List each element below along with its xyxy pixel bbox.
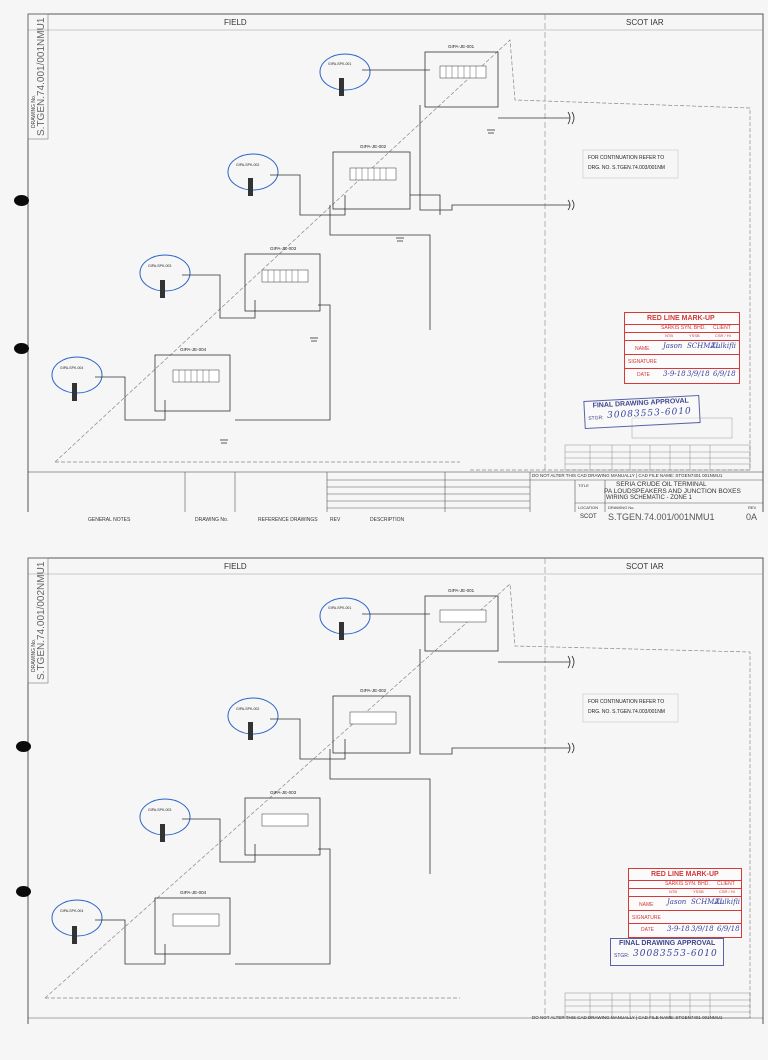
drawing-no-col-label: DRAWING No. [195,517,229,523]
jb-label: GIPA-JE-003 [270,790,297,795]
title-drawing-no-label: DRAWING No. [608,505,635,510]
markup-subcol: NTB [669,889,677,894]
title-line: PA LOUDSPEAKERS AND JUNCTION BOXES [604,488,741,495]
markup-title: RED LINE MARK-UP [651,871,719,878]
continuation-note: DRG. NO. S.TGEN.74.003/001NM [588,165,665,171]
red-line-markup: RED LINE MARK-UP SARKIS SYN. BHD. CLIENT… [628,868,742,938]
continuation-note: FOR CONTINUATION REFER TO [588,699,665,705]
signature-date: 6/9/18 [717,925,740,933]
markup-title: RED LINE MARK-UP [647,315,715,322]
title-label: TITLE [578,483,589,488]
approval-label: STGR: [614,953,630,959]
speaker-label: GIPA-SPK-004 [60,909,84,913]
markup-row-label: DATE [641,927,654,933]
do-not-alter-note: DO NOT ALTER THIS CAD DRAWING MANUALLY |… [532,1015,723,1020]
markup-col: CLIENT [717,881,735,887]
jb-label: GIPA-JE-002 [360,144,387,149]
punch-hole [16,741,31,752]
scot-label: SCOT IAR [626,18,664,27]
location-label: LOCATION [578,505,599,510]
drawing-sheet-2: FIELD SCOT IAR DRAWING No. S.TGEN.74.001… [0,548,768,1060]
title-rev-label: REV [748,505,757,510]
rev-col-label: REV [330,517,341,523]
title-line: SERIA CRUDE OIL TERMINAL [616,481,707,488]
signature-date: 6/9/18 [713,370,736,378]
markup-row-label: NAME [639,902,654,908]
punch-hole [14,195,29,206]
jb-label: GIPA-JE-001 [448,588,475,593]
markup-col: SARKIS SYN. BHD. [665,881,710,887]
markup-col: CLIENT [713,325,731,331]
jb-label: GIPA-JE-004 [180,347,207,352]
signature-name: Zulkifli [715,898,740,906]
drawing-number-side: S.TGEN.74.001/002NMU1 [36,561,47,680]
markup-subcol: CSR / HI [719,889,735,894]
approval-label: STGR: [588,415,604,422]
speaker-label: GIPA-SPK-003 [148,808,172,812]
scot-label: SCOT IAR [626,562,664,571]
speaker-label: GIPA-SPK-002 [236,163,260,167]
markup-row-label: DATE [637,372,650,378]
signature-date: 3/9/18 [691,925,714,933]
signature-name: Zulkifli [711,342,736,350]
markup-row-label: NAME [635,346,650,352]
markup-row-label: SIGNATURE [628,359,657,365]
drawing-number-side: S.TGEN.74.001/001NMU1 [36,17,47,136]
field-label: FIELD [224,18,247,27]
title-line: WIRING SCHEMATIC - ZONE 1 [606,495,692,501]
title-drawing-no: S.TGEN.74.001/001NMU1 [608,512,715,522]
markup-subcol: NTB [665,333,673,338]
continuation-note: DRG. NO. S.TGEN.74.003/001NM [588,709,665,715]
signature-date: 3-9-18 [667,925,690,933]
signature-name: Jason [663,342,683,350]
jb-label: GIPA-JE-003 [270,246,297,251]
signature-name: Jason [667,898,687,906]
speaker-label: GIPA-SPK-004 [60,366,84,370]
schematic-drawing-1 [27,13,764,512]
markup-subcol: YSSB [689,333,700,338]
general-notes-label: GENERAL NOTES [88,517,131,523]
approval-number: 30083553-6010 [633,949,718,959]
jb-label: GIPA-JE-004 [180,890,207,895]
reference-label: REFERENCE DRAWINGS [258,517,318,523]
approval-number: 30083553-6010 [606,406,693,421]
location-value: SCOT [580,514,597,520]
markup-row-label: SIGNATURE [632,915,661,921]
approval-title: FINAL DRAWING APPROVAL [619,940,716,947]
markup-col: SARKIS SYN. BHD. [661,325,706,331]
markup-subcol: YSSB [693,889,704,894]
signature-date: 3-9-18 [663,370,686,378]
jb-label: GIPA-JE-001 [448,44,475,49]
title-rev: 0A [746,512,758,522]
speaker-label: GIPA-SPK-003 [148,264,172,268]
signature-name: SCHMAL [687,342,721,350]
final-approval-stamp: FINAL DRAWING APPROVAL STGR: 30083553-60… [610,938,724,966]
punch-hole [16,886,31,897]
markup-subcol: CSR / HI [715,333,731,338]
speaker-label: GIPA-SPK-001 [328,606,352,610]
jb-label: GIPA-JE-002 [360,688,387,693]
speaker-label: GIPA-SPK-001 [328,62,352,66]
description-label: DESCRIPTION [370,517,405,523]
red-line-markup: RED LINE MARK-UP SARKIS SYN. BHD. CLIENT… [624,312,740,384]
do-not-alter-note: DO NOT ALTER THIS CAD DRAWING MANUALLY |… [532,473,723,478]
field-label: FIELD [224,562,247,571]
speaker-label: GIPA-SPK-002 [236,707,260,711]
punch-hole [14,343,29,354]
signature-name: SCHMAL [691,898,725,906]
signature-date: 3/9/18 [687,370,710,378]
continuation-note: FOR CONTINUATION REFER TO [588,155,665,161]
schematic-drawing-2 [27,557,764,1024]
drawing-sheet-1: FIELD SCOT IAR DRAWING No. S.TGEN.74.001… [0,0,768,523]
